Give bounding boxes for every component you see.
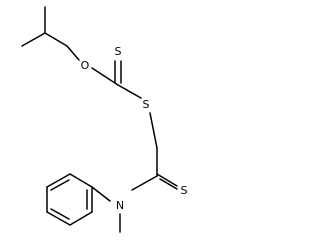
bond-thioamide-thione-a	[156, 173, 178, 187]
bond-thioamide-thione-b	[159, 178, 178, 190]
bond-methyl1-ch	[21, 32, 46, 47]
phenyl-double-2	[50, 208, 70, 220]
bond-ch-methyl2	[44, 32, 68, 47]
atom-label-oxygen: O	[81, 59, 90, 72]
molecule-drawing: O S S S N	[21, 6, 188, 233]
bond-thioether-ch2	[149, 112, 158, 149]
phenyl-bond-2	[46, 173, 71, 188]
phenyl-bond-5	[69, 211, 93, 226]
atom-label-thioamide-sulfur: S	[181, 184, 188, 197]
phenyl-double-1	[50, 179, 70, 191]
bond-c-thioether	[117, 84, 142, 99]
bond-oxygen-carbon	[91, 67, 119, 86]
atom-label-thioether-sulfur: S	[143, 98, 150, 111]
chemical-structure-diagram: O S S S N	[21, 6, 188, 233]
phenyl-bond-1	[69, 173, 93, 188]
atom-label-nitrogen: N	[116, 199, 124, 212]
bond-n-phenyl	[91, 186, 111, 202]
phenyl-bond-4	[46, 211, 71, 226]
atom-label-thione-sulfur-top: S	[115, 45, 122, 58]
bond-ch-oxygen	[66, 45, 80, 61]
bond-thioamide-c-n	[131, 175, 158, 191]
